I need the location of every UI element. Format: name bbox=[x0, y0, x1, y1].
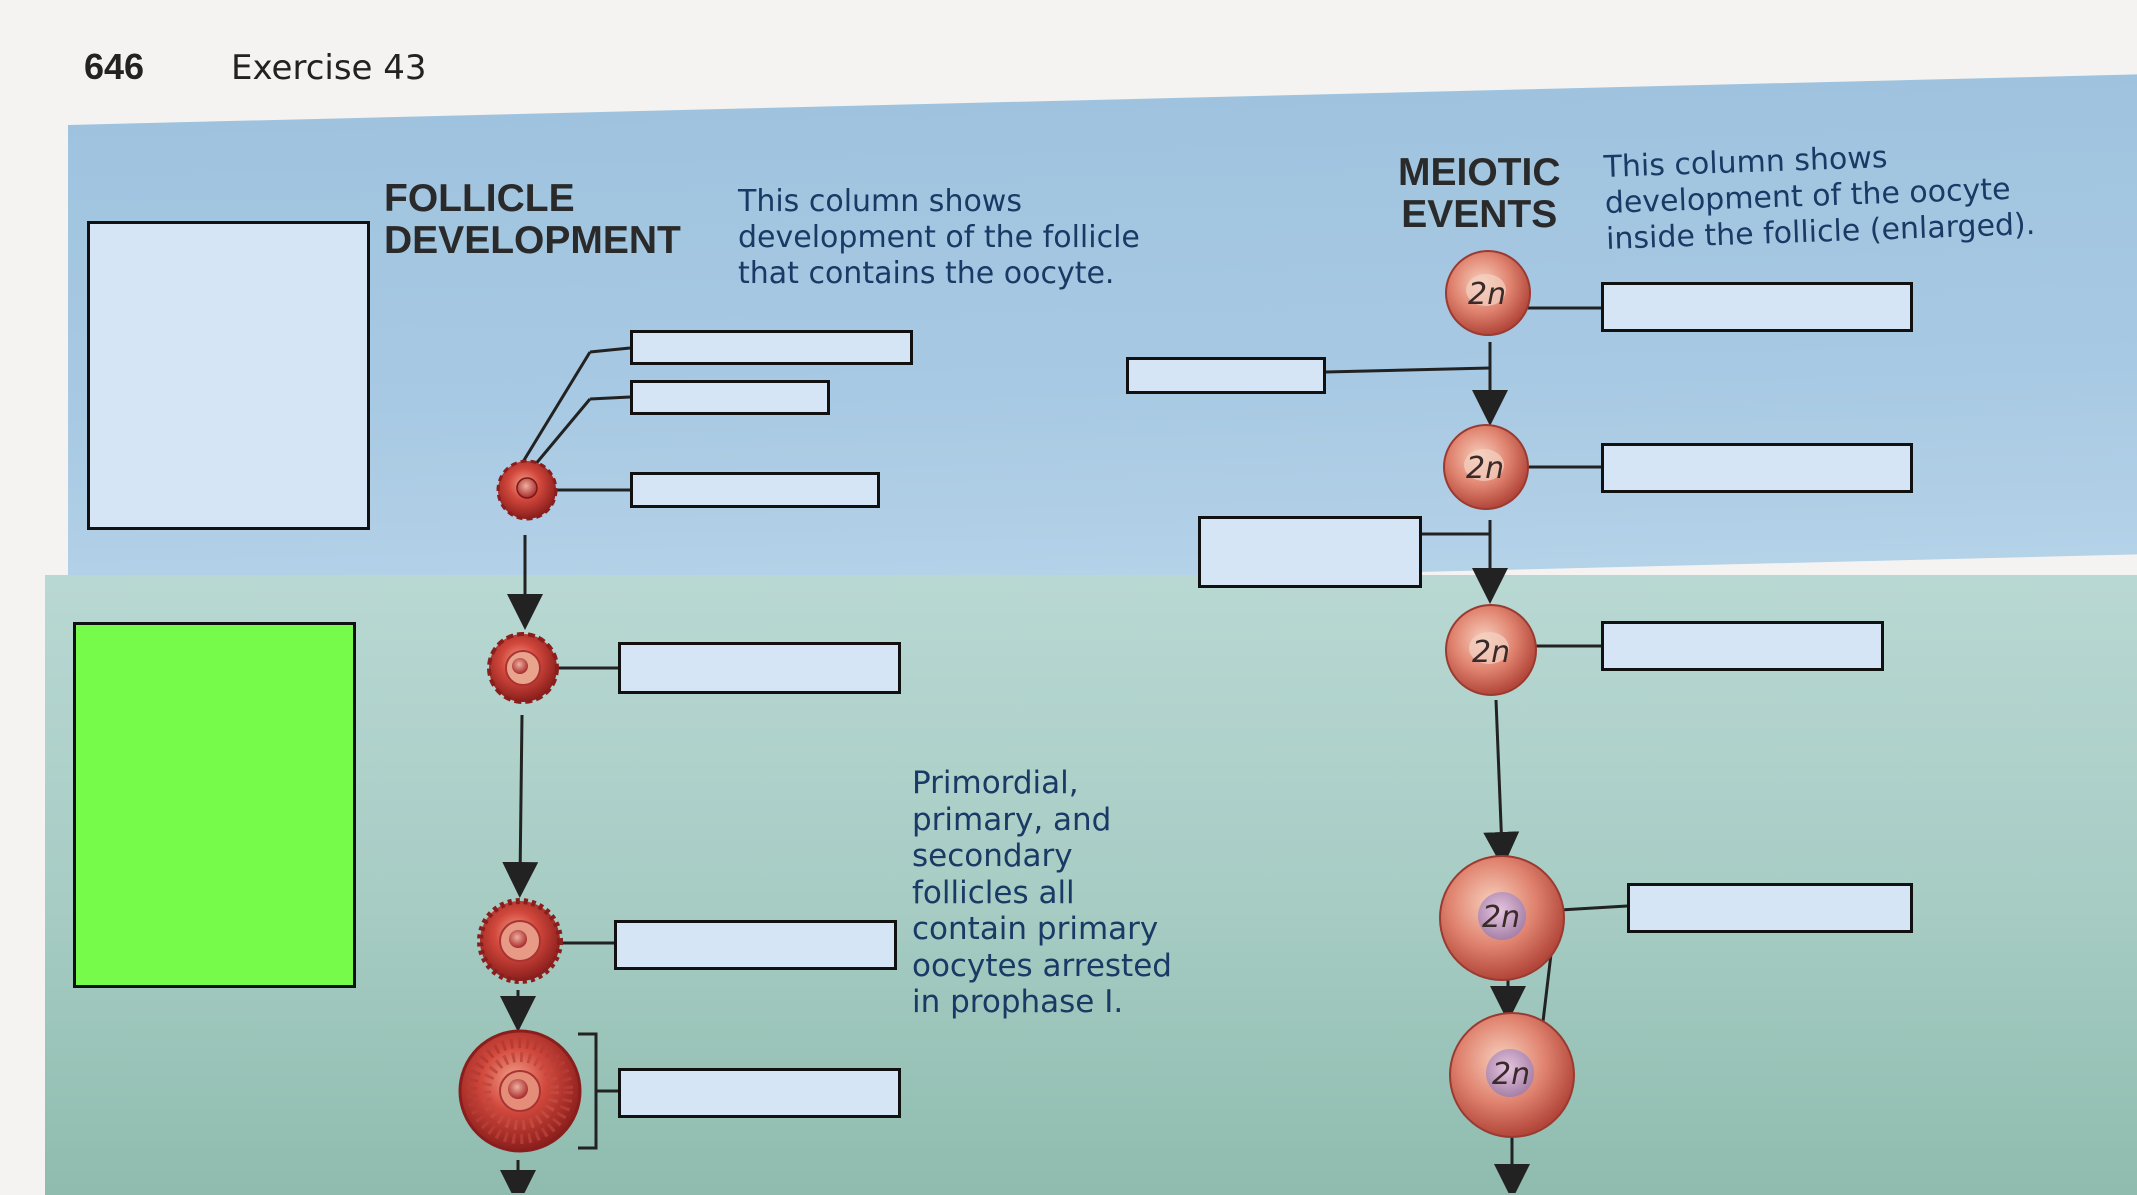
secondary-follicle-early bbox=[477, 898, 563, 984]
note-line: primary, and bbox=[912, 801, 1112, 838]
label-box-meiotic-1[interactable] bbox=[1601, 282, 1913, 332]
arrow-line bbox=[502, 714, 539, 898]
ploidy-label: 2n bbox=[1466, 451, 1504, 486]
follicle-description: This column shows development of the fol… bbox=[738, 184, 1140, 292]
primary-follicle bbox=[487, 632, 559, 704]
follicle-heading: FOLLICLE DEVELOPMENT bbox=[384, 177, 681, 263]
section-label-box-top[interactable] bbox=[87, 221, 370, 530]
follicle-description-line: that contains the oocyte. bbox=[738, 256, 1115, 291]
label-box-meiotic-2[interactable] bbox=[1601, 443, 1913, 493]
secondary-follicle-late bbox=[458, 1029, 582, 1153]
label-box-follicle-2[interactable] bbox=[630, 380, 830, 415]
label-box-follicle-3[interactable] bbox=[630, 472, 880, 508]
oocyte-1 bbox=[1445, 250, 1531, 336]
note-line: follicles all bbox=[912, 874, 1075, 911]
primordial-follicle bbox=[496, 459, 558, 521]
page-number: 646 bbox=[84, 46, 145, 87]
follicle-description-line: This column shows bbox=[738, 184, 1022, 219]
label-box-meiotic-side-2[interactable] bbox=[1198, 516, 1422, 588]
oocyte-3 bbox=[1445, 604, 1537, 696]
exercise-title: Exercise 43 bbox=[231, 48, 427, 88]
connector-line bbox=[1325, 366, 1491, 374]
note-line: secondary bbox=[912, 838, 1073, 875]
meiotic-heading-line1: MEIOTIC bbox=[1398, 151, 1561, 194]
connector-line bbox=[516, 351, 592, 471]
label-box-meiotic-3[interactable] bbox=[1601, 621, 1884, 671]
oocyte-4 bbox=[1439, 855, 1565, 981]
ploidy-label: 2n bbox=[1492, 1057, 1530, 1092]
note-line: contain primary bbox=[912, 911, 1159, 948]
note-line: in prophase I. bbox=[912, 984, 1124, 1021]
ploidy-label: 2n bbox=[1472, 635, 1510, 670]
ploidy-label: 2n bbox=[1482, 900, 1520, 935]
label-box-meiotic-4[interactable] bbox=[1627, 883, 1913, 933]
label-box-follicle-6[interactable] bbox=[618, 1068, 901, 1118]
label-box-follicle-5[interactable] bbox=[614, 920, 897, 970]
follicle-heading-line2: DEVELOPMENT bbox=[384, 219, 681, 263]
note-line: oocytes arrested bbox=[912, 947, 1172, 984]
connector-line bbox=[589, 346, 631, 354]
connector-line bbox=[589, 395, 631, 401]
oocyte-5 bbox=[1449, 1012, 1575, 1138]
connector-line bbox=[1559, 904, 1628, 912]
arrow-line bbox=[1483, 699, 1520, 868]
label-box-follicle-1[interactable] bbox=[630, 330, 913, 365]
prophase-note: Primordial, primary, and secondary folli… bbox=[912, 765, 1172, 1021]
section-label-box-bottom[interactable] bbox=[73, 622, 356, 988]
meiotic-heading-line2: EVENTS bbox=[1401, 193, 1558, 237]
follicle-description-line: development of the follicle bbox=[738, 220, 1140, 255]
oocyte-2 bbox=[1443, 424, 1529, 510]
label-box-meiotic-side-1[interactable] bbox=[1126, 357, 1326, 394]
label-box-follicle-4[interactable] bbox=[618, 642, 901, 694]
follicle-heading-line1: FOLLICLE bbox=[384, 177, 575, 220]
note-line: Primordial, bbox=[912, 765, 1079, 801]
ploidy-label: 2n bbox=[1468, 277, 1506, 312]
meiotic-heading: MEIOTIC EVENTS bbox=[1398, 151, 1561, 237]
